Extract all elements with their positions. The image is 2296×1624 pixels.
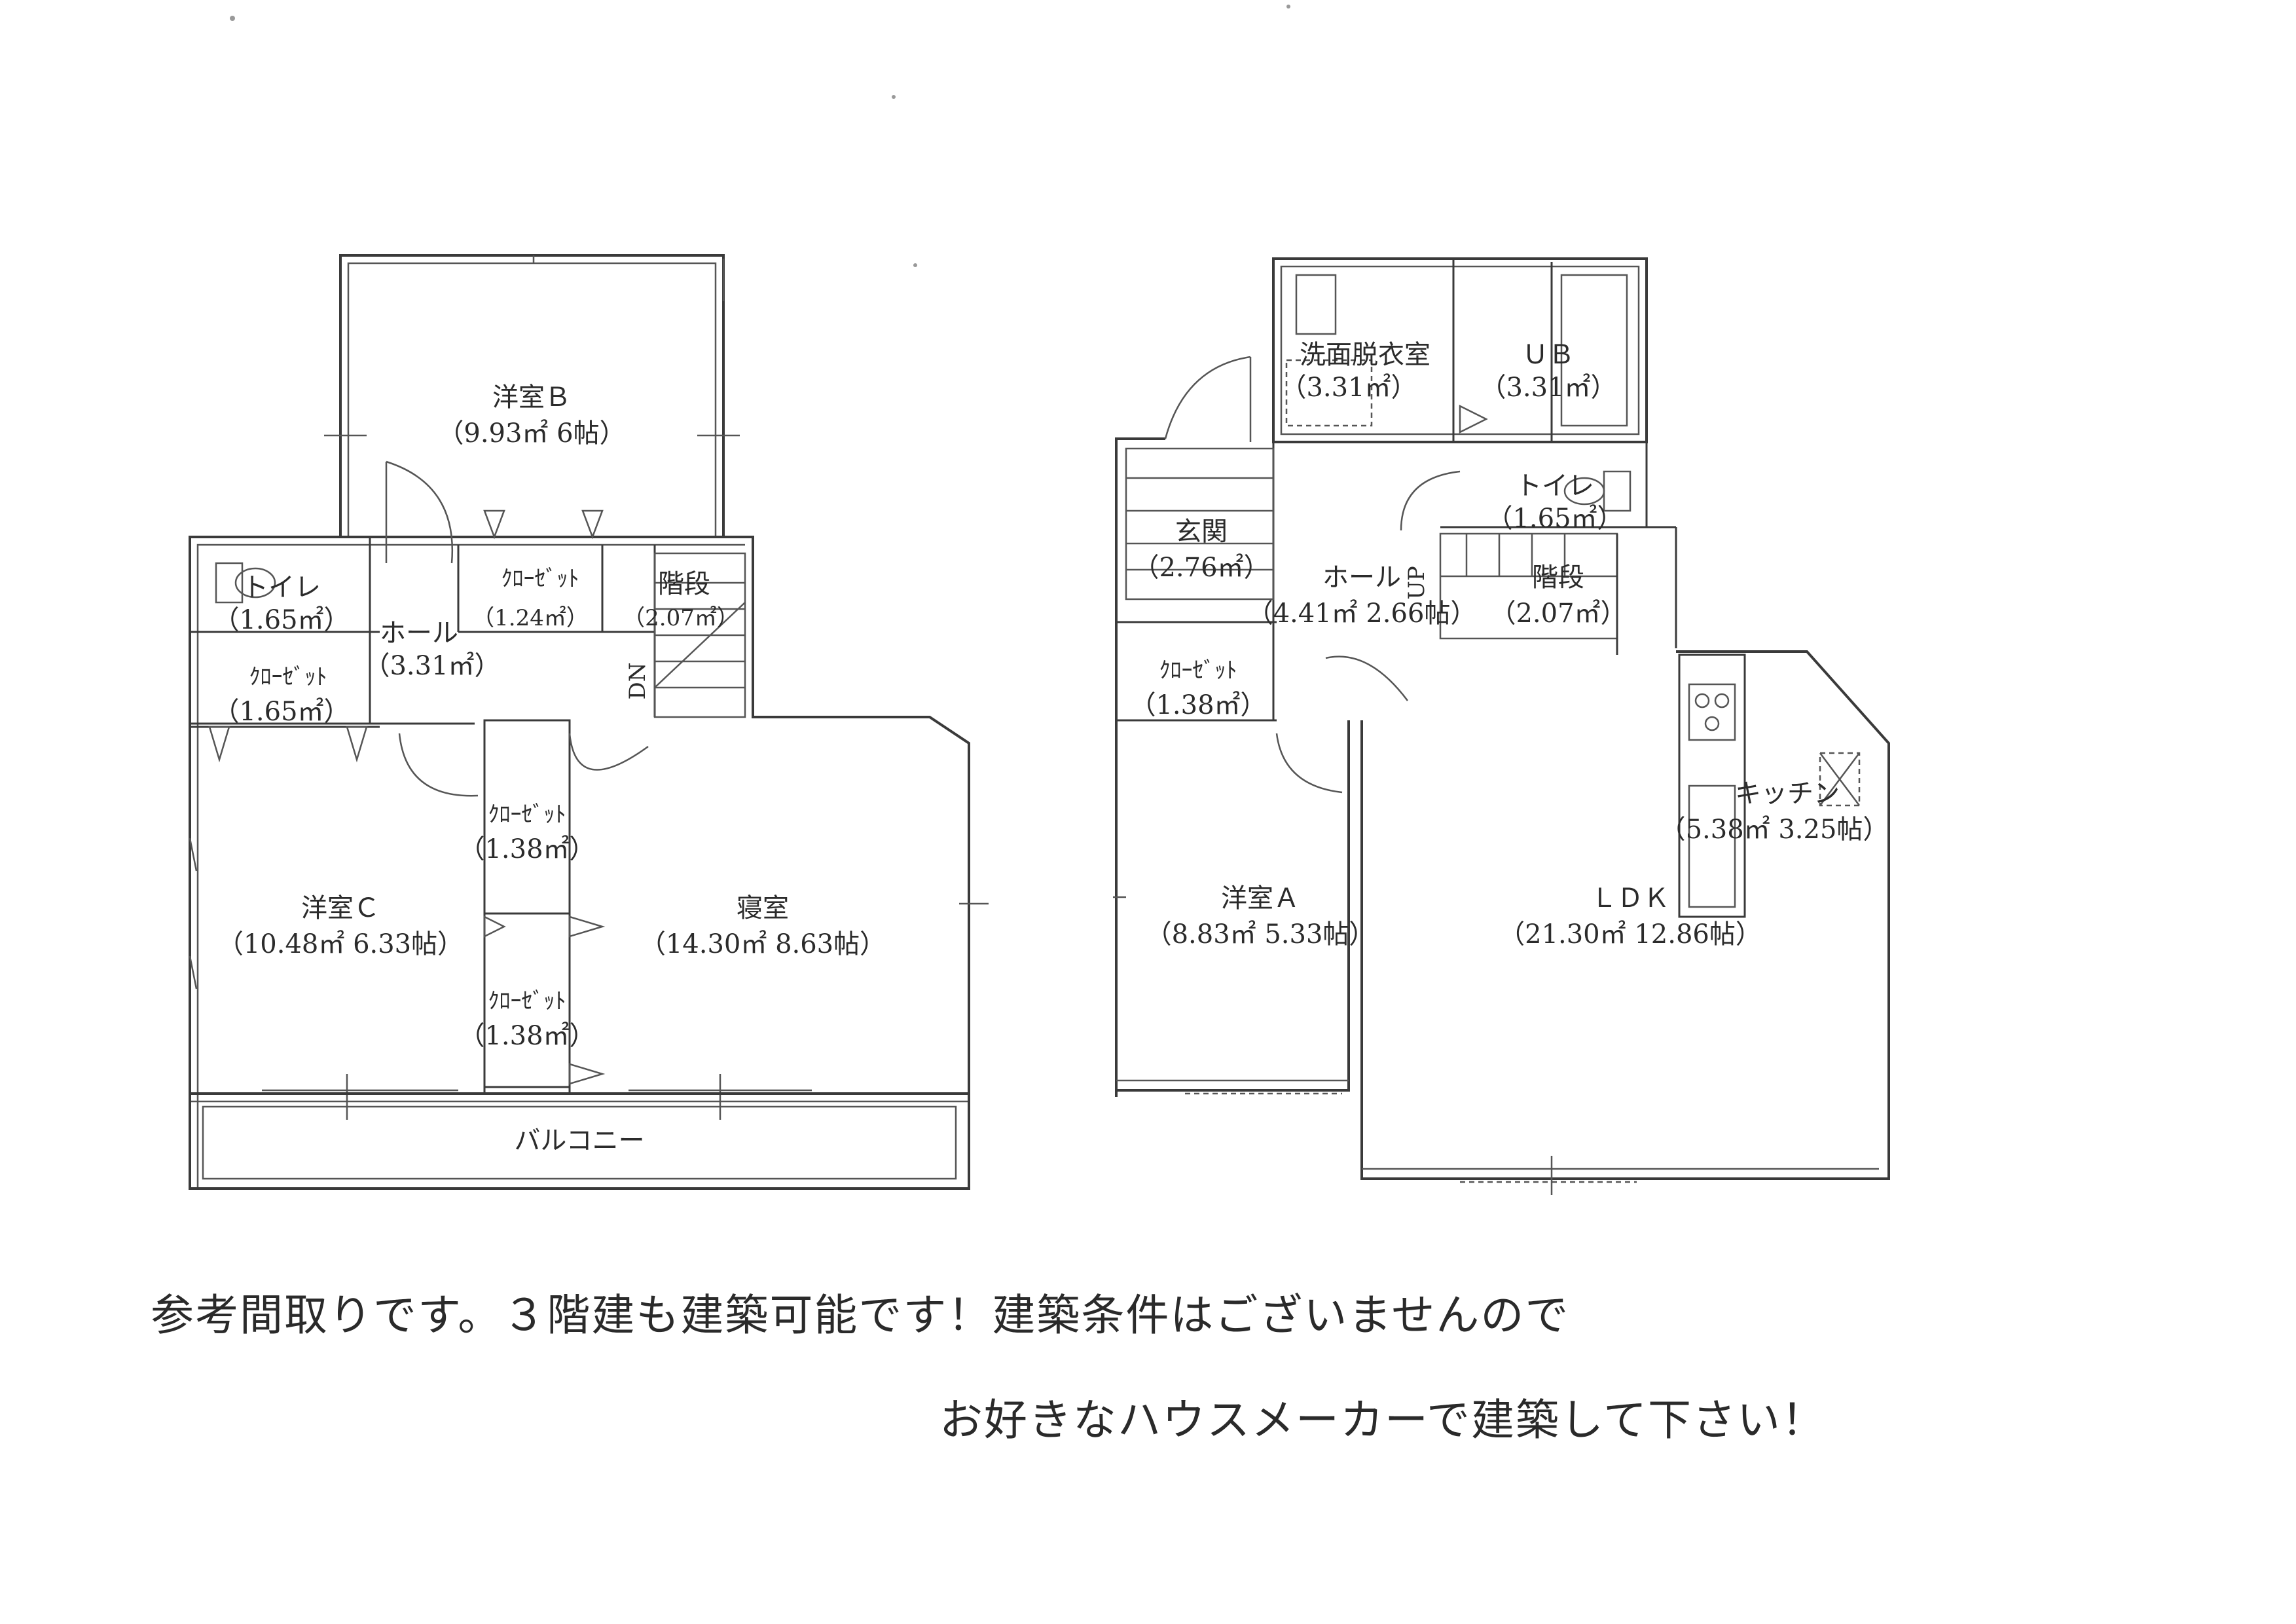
- room-name: 洋室Ｂ: [492, 382, 571, 413]
- stair-direction-label: DN: [625, 662, 651, 699]
- room-name: ホール: [380, 618, 458, 648]
- room-area: （4.41㎡ 2.66帖）: [1247, 599, 1477, 629]
- room-area: （3.31㎡）: [363, 651, 500, 681]
- floor-2-labels: 洋室Ｂ （9.93㎡ 6帖） トイレ （1.65㎡） ｸﾛｰｾﾞｯﾄ （1.24…: [213, 382, 886, 1156]
- room-name: 寝室: [737, 893, 789, 923]
- room-area: （2.76㎡）: [1133, 553, 1269, 583]
- room-area: （3.31㎡）: [1480, 373, 1616, 403]
- room-area: （21.30㎡ 12.86帖）: [1499, 919, 1762, 950]
- room-area: （10.48㎡ 6.33帖）: [217, 929, 464, 959]
- floor-1-labels: 洗面脱衣室 （3.31㎡） ＵＢ （3.31㎡） トイレ （1.65㎡） 玄関 …: [1129, 340, 1889, 950]
- floor-1-doors: [1164, 274, 1631, 794]
- room-area: （1.24㎡）: [472, 605, 589, 631]
- room-name: 玄関: [1175, 517, 1228, 547]
- room-name: ｸﾛｰｾﾞｯﾄ: [501, 566, 579, 592]
- toilet-fixture-2f: [215, 562, 276, 604]
- room-name: 洋室Ａ: [1221, 883, 1300, 913]
- room-area: （1.65㎡）: [213, 697, 350, 727]
- room-name: トイレ: [242, 572, 321, 602]
- room-name: キッチン: [1735, 779, 1840, 809]
- room-name: トイレ: [1516, 471, 1594, 501]
- floor-2-plan: [189, 254, 989, 1190]
- room-area: （3.31㎡）: [1280, 373, 1417, 403]
- floor-1-plan: [1113, 257, 1890, 1195]
- room-area: （2.07㎡）: [1489, 599, 1626, 629]
- room-name: ホール: [1322, 563, 1401, 593]
- reference-note-line-1: 参考間取りです。３階建も建築可能です！建築条件はございませんので: [151, 1290, 1570, 1340]
- room-area: （1.38㎡）: [1129, 690, 1266, 720]
- room-area: （2.07㎡）: [623, 605, 739, 631]
- room-area: （1.38㎡）: [458, 834, 595, 864]
- floor-2-doors: [208, 460, 649, 1085]
- room-name: ＵＢ: [1522, 340, 1575, 370]
- floor-1-walls: [1113, 257, 1890, 1195]
- room-name: ｸﾛｰｾﾞｯﾄ: [488, 988, 566, 1014]
- room-name: 洋室Ｃ: [301, 893, 380, 923]
- room-name: ｸﾛｰｾﾞｯﾄ: [1159, 657, 1237, 684]
- room-area: （8.83㎡ 5.33帖）: [1146, 919, 1376, 950]
- stair-direction-label: UP: [1404, 566, 1430, 600]
- room-area: （5.38㎡ 3.25帖）: [1660, 815, 1889, 845]
- room-name: 洗面脱衣室: [1300, 340, 1430, 370]
- room-name: ｸﾛｰｾﾞｯﾄ: [488, 802, 566, 828]
- room-name: ＬＤＫ: [1591, 883, 1669, 913]
- room-area: （14.30㎡ 8.63帖）: [640, 929, 886, 959]
- room-area: （1.65㎡）: [213, 605, 350, 635]
- balcony-outline: [189, 1092, 970, 1190]
- room-name: 階段: [658, 569, 710, 599]
- room-area: （1.38㎡）: [458, 1021, 595, 1051]
- room-name: バルコニー: [514, 1126, 644, 1156]
- room-name: 階段: [1532, 563, 1584, 593]
- scan-artifacts: [230, 5, 1290, 267]
- room-area: （9.93㎡ 6帖）: [437, 418, 625, 449]
- reference-note-line-2: お好きなハウスメーカーで建築して下さい！: [939, 1395, 1827, 1445]
- room-name: ｸﾛｰｾﾞｯﾄ: [249, 664, 327, 690]
- room-area: （1.65㎡）: [1486, 504, 1623, 534]
